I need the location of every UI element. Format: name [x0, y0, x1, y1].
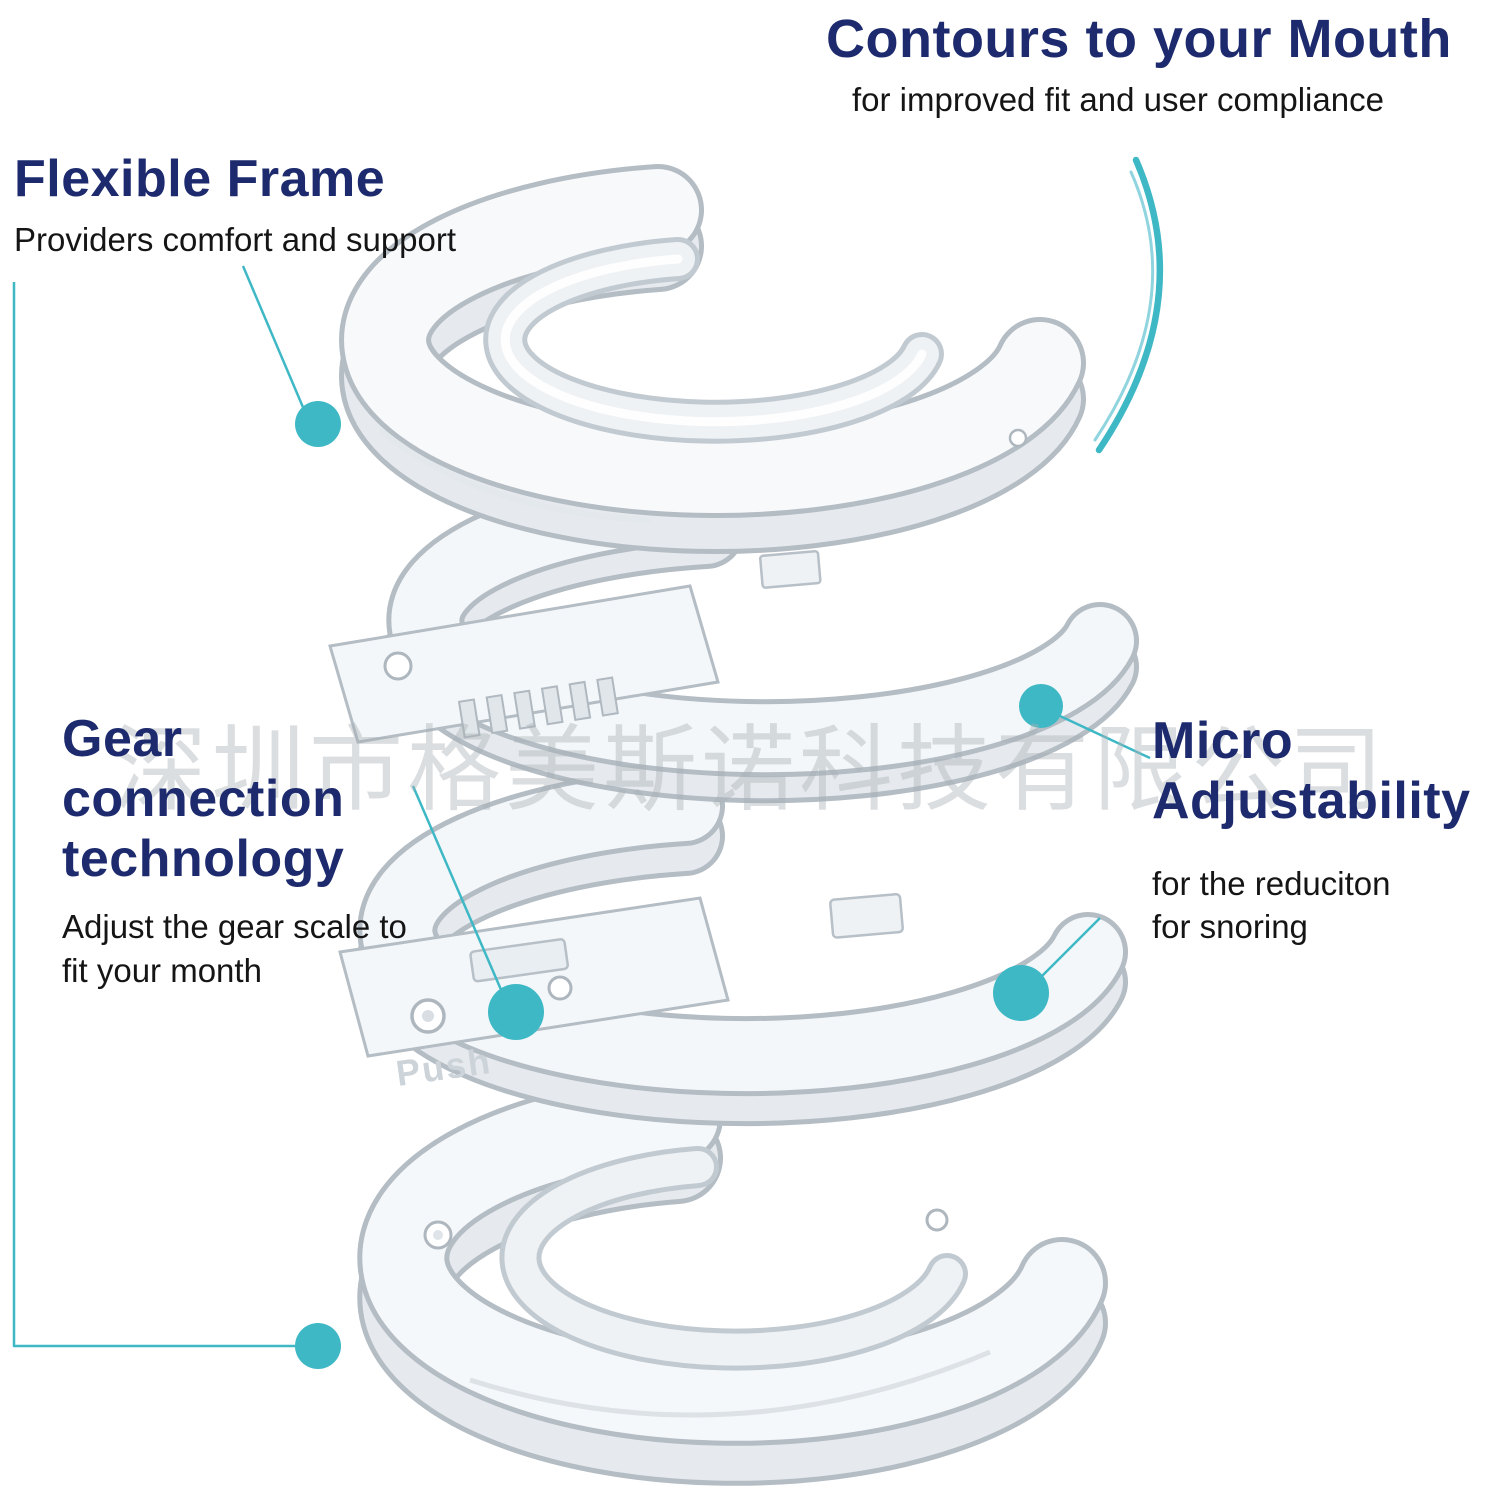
annotation-contours-title: Contours to your Mouth: [826, 9, 1452, 69]
annotation-flexible-frame: Flexible Frame Providers comfort and sup…: [14, 150, 644, 261]
annotation-contours: Contours to your Mouth for improved fit …: [826, 8, 1490, 122]
gear-teeth: [457, 676, 619, 739]
contour-arc: [1095, 156, 1164, 454]
callout-line-micro-top: [1059, 714, 1151, 760]
annotation-micro-adjustability: Micro Adjustability for the reduciton fo…: [1152, 712, 1498, 949]
annotation-contours-subtitle: for improved fit and user compliance: [852, 81, 1384, 119]
annotation-flexible-frame-title: Flexible Frame: [14, 150, 386, 208]
callout-marker-micro-top: [1019, 684, 1063, 728]
annotation-gear-connection-subtitle: Adjust the gear scale to fit your month: [62, 908, 407, 989]
screw-hole: [547, 975, 573, 1001]
callout-line-flexible-frame: [241, 265, 307, 413]
callout-lines: [12, 156, 1164, 1348]
annotation-flexible-frame-subtitle: Providers comfort and support: [14, 220, 457, 258]
mouthguard-gear-plate: [328, 465, 1139, 804]
callout-marker-flexible-frame: [295, 401, 341, 447]
watermark: 深圳市格美斯诺科技有限公司: [112, 717, 1388, 822]
screw-detail: [1008, 428, 1028, 448]
annotation-micro-adjustability-subtitle: for the reduciton for snoring: [1152, 864, 1391, 946]
mouthguard-adjust-plate: Push: [338, 766, 1128, 1127]
annotation-gear-connection-title: Gear connection technology: [62, 710, 345, 888]
annotation-gear-connection: Gear connection technology Adjust the ge…: [62, 710, 442, 992]
screw-detail: [925, 1208, 949, 1232]
mouthguard-lower-tray: [357, 1072, 1108, 1486]
mouthguard-upper-tray: [339, 164, 1086, 555]
screw-hole: [383, 651, 413, 681]
callout-line-lower-tray: [12, 282, 295, 1348]
callout-line-gear: [411, 785, 504, 993]
callout-markers: [295, 401, 1063, 1369]
annotation-micro-adjustability-title: Micro Adjustability: [1152, 712, 1471, 830]
contour-arc-inner: [1093, 170, 1155, 442]
callout-line-micro-bottom: [1040, 917, 1101, 978]
callout-marker-lower-tray: [295, 1323, 341, 1369]
callout-marker-micro: [993, 965, 1049, 1021]
callout-marker-gear: [488, 984, 544, 1040]
